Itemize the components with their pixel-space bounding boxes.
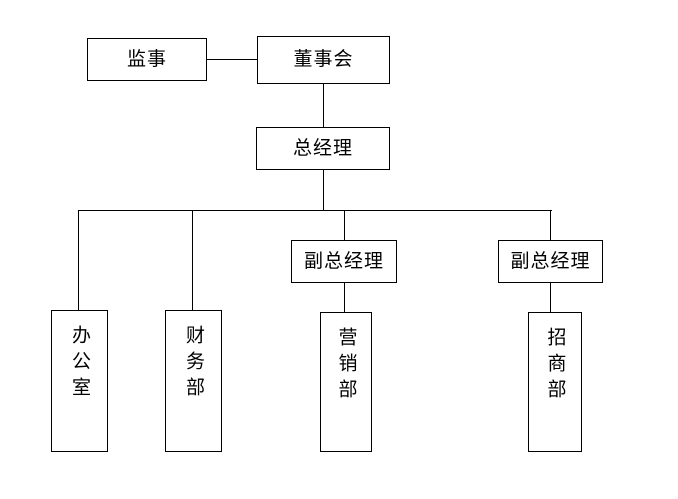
connector-board-to-general-manager — [323, 84, 325, 127]
node-marketing-dept[interactable]: 营销部 — [320, 312, 372, 452]
node-office-dept[interactable]: 办公室 — [51, 310, 108, 452]
node-supervisor[interactable]: 监事 — [87, 38, 207, 81]
node-board-of-directors-label: 董事会 — [293, 48, 354, 71]
node-supervisor-label: 监事 — [126, 47, 167, 70]
node-board-of-directors[interactable]: 董事会 — [257, 36, 390, 84]
connector-deputy-left-to-marketing — [344, 283, 346, 312]
node-general-manager-label: 总经理 — [292, 136, 353, 159]
connector-bus-to-deputy-left — [344, 210, 346, 240]
node-investment-dept-label: 招商部 — [544, 327, 567, 405]
node-deputy-manager-left[interactable]: 副总经理 — [291, 240, 397, 283]
node-deputy-manager-right[interactable]: 副总经理 — [498, 240, 603, 283]
node-office-dept-label: 办公室 — [69, 325, 91, 403]
node-deputy-manager-right-label: 副总经理 — [510, 249, 591, 272]
connector-supervisor-to-board — [207, 59, 257, 61]
node-finance-dept-label: 财务部 — [183, 325, 205, 403]
node-investment-dept[interactable]: 招商部 — [528, 312, 582, 452]
node-marketing-dept-label: 营销部 — [335, 327, 358, 405]
connector-bus-to-deputy-right — [550, 210, 552, 240]
connector-main-bus — [78, 210, 552, 212]
connector-general-manager-to-bus — [323, 170, 325, 211]
node-general-manager[interactable]: 总经理 — [256, 127, 390, 170]
connector-bus-to-office — [78, 210, 80, 310]
connector-deputy-right-to-investment — [550, 283, 552, 312]
node-finance-dept[interactable]: 财务部 — [165, 310, 222, 452]
node-deputy-manager-left-label: 副总经理 — [303, 249, 384, 272]
connector-bus-to-finance — [192, 210, 194, 310]
